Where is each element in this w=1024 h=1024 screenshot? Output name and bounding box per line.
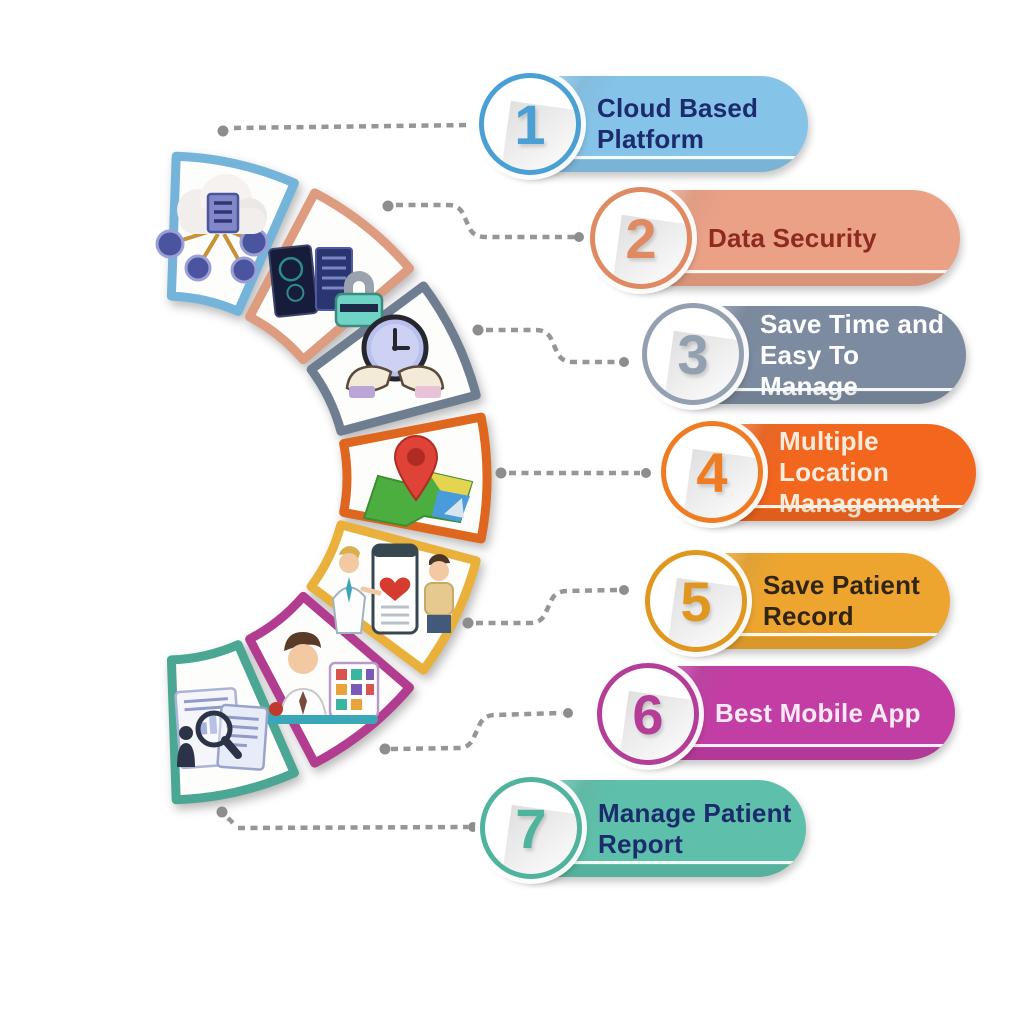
pill-divider-line [723, 505, 971, 508]
item-label: Manage Patient Report [598, 797, 792, 859]
data-security-lock-icon [268, 244, 384, 328]
connector-7 [226, 816, 469, 831]
item-row-cloud-based-platform: Cloud Based Platform 1 [479, 73, 808, 175]
connector-end-dots [216, 125, 651, 832]
number-badge-5: 5 [645, 550, 747, 652]
number-badge-3: 3 [642, 303, 744, 405]
item-number: 5 [680, 569, 712, 633]
pill-divider-line [704, 388, 961, 391]
item-row-manage-patient-report: Manage Patient Report 7 [480, 777, 806, 879]
item-label: Cloud Based Platform [597, 93, 759, 154]
item-label: Data Security [708, 222, 877, 253]
number-badge-7: 7 [480, 777, 582, 879]
item-number: 3 [677, 322, 709, 386]
clock-in-hands-icon [345, 314, 445, 398]
item-row-best-mobile-app: Best Mobile App 6 [597, 663, 955, 765]
report-analysis-icon [174, 687, 269, 771]
item-number: 2 [625, 206, 657, 270]
connector-5 [476, 587, 619, 626]
item-label: Save Time and Easy To Manage [760, 308, 945, 401]
pill-divider-line [652, 270, 955, 273]
map-location-pin-icon [362, 434, 474, 528]
doctor-mobile-app-icon [262, 631, 380, 724]
item-number: 7 [515, 796, 547, 860]
connector-6 [390, 710, 563, 752]
patient-record-phone-icon [331, 543, 454, 635]
connector-2 [396, 202, 576, 240]
connector-1 [233, 122, 471, 131]
number-badge-2: 2 [590, 187, 692, 289]
pill-divider-line [707, 633, 945, 636]
item-row-data-security: Data Security 2 [590, 187, 960, 289]
cloud-network-icon [155, 174, 269, 284]
item-row-save-patient-record: Save Patient Record 5 [645, 550, 950, 652]
item-row-multiple-location: Multiple Location Management 4 [661, 421, 976, 523]
item-number: 6 [632, 682, 664, 746]
pill-divider-line [541, 156, 803, 159]
number-badge-1: 1 [479, 73, 581, 175]
connector-3 [486, 327, 618, 365]
item-row-save-time: Save Time and Easy To Manage 3 [642, 303, 966, 405]
number-badge-4: 4 [661, 421, 763, 523]
item-label: Best Mobile App [715, 697, 921, 728]
item-number: 4 [696, 440, 728, 504]
item-label: Save Patient Record [763, 570, 921, 631]
item-number: 1 [514, 92, 546, 156]
number-badge-6: 6 [597, 663, 699, 765]
pill-divider-line [542, 861, 801, 864]
pill-divider-line [659, 744, 950, 747]
